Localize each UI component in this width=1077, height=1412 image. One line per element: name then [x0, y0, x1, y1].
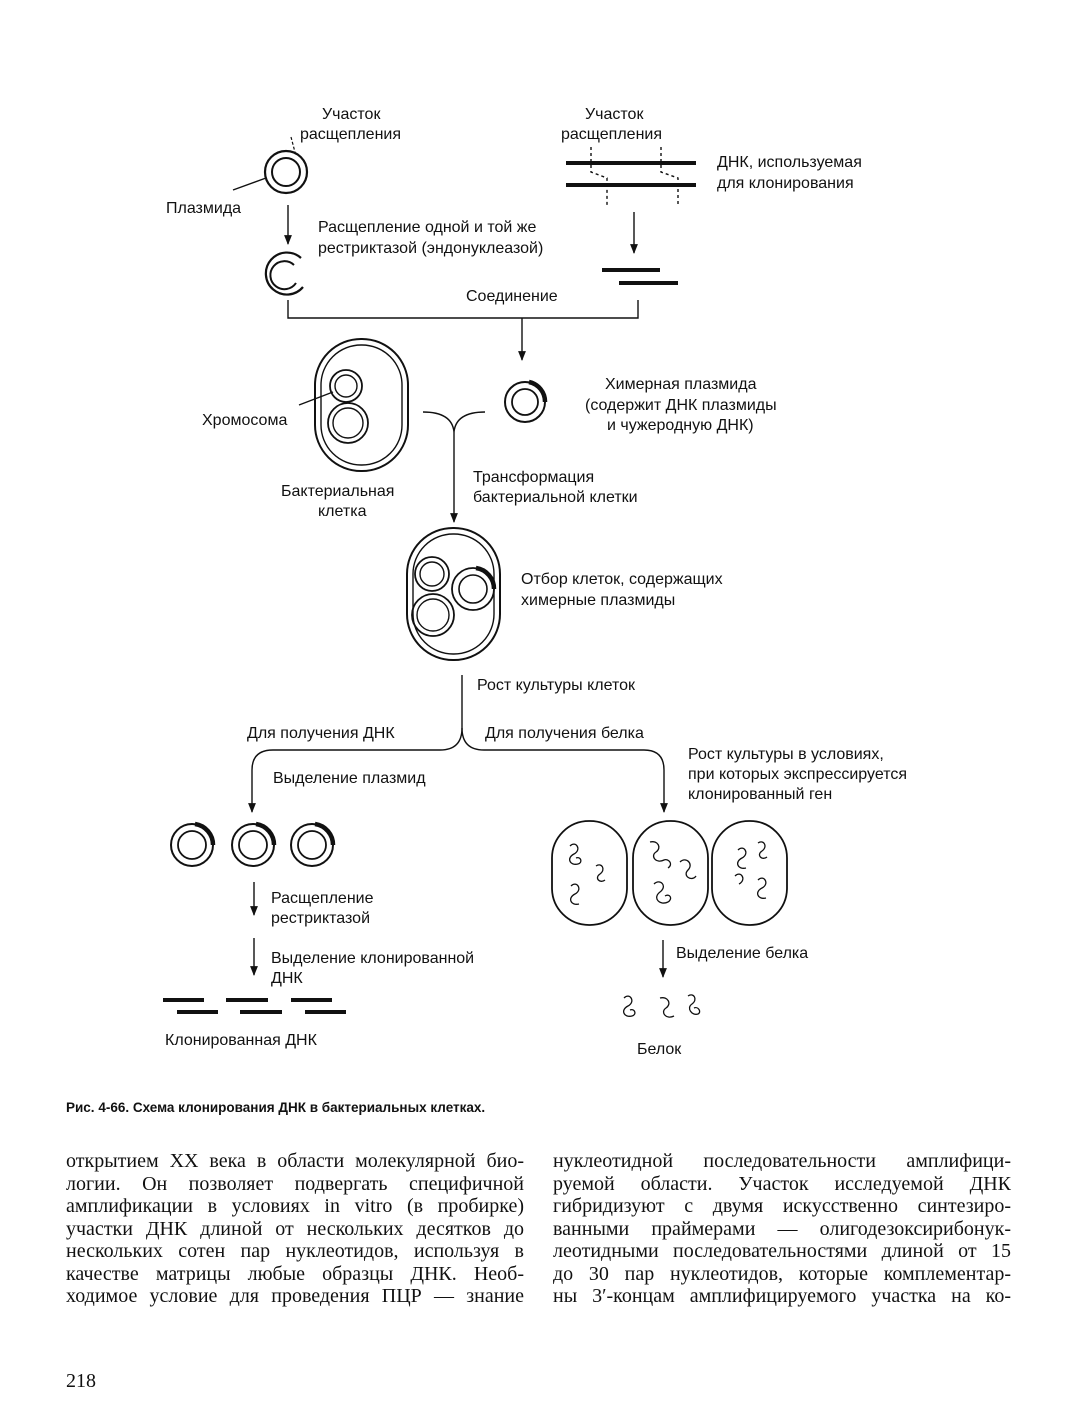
label-restriction-1: Расщепление одной и той же [318, 219, 536, 236]
label-culture-growth: Рост культуры клеток [477, 677, 636, 694]
label-cloned-dna-isolation-2: ДНК [271, 970, 303, 987]
label-restriction-digest-1: Расщепление [271, 890, 374, 907]
label-restriction-digest-2: рестриктазой [271, 910, 370, 927]
dna-cloning-diagram: Участок расщепления Участок расщепления … [163, 106, 907, 1058]
text-line: нуклеотидной последовательности амплифиц… [553, 1150, 1011, 1172]
cut-plasmid-icon [264, 251, 304, 296]
text-line: руемой области. Участок исследуемой ДНК [553, 1172, 1011, 1195]
label-transformation-1: Трансформация [473, 469, 594, 486]
label-expression-growth-1: Рост культуры в условиях, [688, 746, 884, 763]
label-bacterial-cell-2: клетка [318, 503, 367, 520]
label-selection-1: Отбор клеток, содержащих [521, 571, 723, 588]
figure-caption: Рис. 4-66. Схема клонирования ДНК в бакт… [66, 1100, 486, 1115]
label-protein-isolation: Выделение белка [676, 945, 808, 962]
body-text-left-column: открытием XX века в области молекулярной… [66, 1150, 524, 1308]
body-text-right-column: нуклеотидной последовательности амплифиц… [553, 1150, 1011, 1308]
text-line: леотидными последовательностями длиной о… [553, 1240, 1011, 1262]
plasmid-copy-1 [170, 821, 216, 867]
label-cut-site-left-2: расщепления [300, 126, 401, 143]
label-dna-for-cloning-1: ДНК, используемая [717, 154, 862, 171]
label-for-protein: Для получения белка [485, 725, 644, 742]
text-line: ны 3′-концам амплифицируемого участка на… [553, 1285, 1011, 1307]
label-restriction-2: рестриктазой (эндонуклеазой) [318, 240, 543, 257]
label-cut-site-left-1: Участок [322, 106, 381, 123]
dna-fragment-icon [602, 268, 678, 285]
label-plasmid-isolation: Выделение плазмид [273, 770, 426, 787]
plasmid-copy-3 [290, 821, 336, 867]
isolated-plasmids-icon [170, 821, 336, 867]
plasmid-copy-2 [231, 821, 277, 867]
transformed-cell-icon [406, 527, 501, 661]
chimeric-plasmid-icon [504, 379, 548, 423]
expressing-cell-1 [551, 820, 628, 926]
label-plasmid: Плазмида [166, 200, 241, 217]
label-chimeric-plasmid-2: (содержит ДНК плазмиды [585, 397, 777, 414]
label-bacterial-cell-1: Бактериальная [281, 483, 394, 500]
label-ligation: Соединение [466, 288, 558, 305]
foreign-dna-icon [566, 147, 696, 205]
text-line: открытием XX века в области молекулярной… [66, 1150, 524, 1172]
label-expression-growth-2: при которых экспрессируется [688, 766, 907, 783]
text-line: ванными праймерами — олигодезоксирибонук… [553, 1217, 1011, 1240]
label-chimeric-plasmid-1: Химерная плазмида [605, 376, 757, 393]
label-cut-site-right-2: расщепления [561, 126, 662, 143]
label-selection-2: химерные плазмиды [521, 592, 675, 609]
page-number: 218 [66, 1370, 96, 1392]
cloned-dna-fragments-icon [163, 998, 346, 1014]
label-transformation-2: бактериальной клетки [473, 489, 638, 506]
expressing-cells-icon [551, 820, 788, 926]
arrows [248, 205, 668, 978]
text-line: ходимое условие для проведения ПЦР — зна… [66, 1285, 524, 1307]
expressing-cell-2 [632, 820, 709, 926]
bacterial-cell-icon [298, 338, 409, 472]
text-line: участки ДНК длиной от нескольких десятко… [66, 1217, 524, 1240]
text-line: нескольких сотен пар нуклеотидов, исполь… [66, 1240, 524, 1262]
label-dna-for-cloning-2: для клонирования [717, 175, 854, 192]
chromosome-icon [327, 369, 369, 444]
text-line: логии. Он позволяет подвергать специфичн… [66, 1172, 524, 1195]
label-cut-site-right-1: Участок [585, 106, 644, 123]
label-chimeric-plasmid-3: и чужеродную ДНК) [607, 417, 754, 434]
expressing-cell-3 [711, 820, 788, 926]
text-line: амплификации в условиях in vitro (в проб… [66, 1195, 524, 1217]
label-protein: Белок [637, 1041, 682, 1058]
text-line: до 30 пар нуклеотидов, которые комплемен… [553, 1262, 1011, 1285]
label-for-dna: Для получения ДНК [247, 725, 395, 742]
plasmid-icon [232, 136, 309, 195]
label-expression-growth-3: клонированный ген [688, 786, 832, 803]
label-chromosome: Хромосома [202, 412, 287, 429]
text-line: гибридизуют с двумя искусственно синтези… [553, 1195, 1011, 1217]
label-cloned-dna: Клонированная ДНК [165, 1032, 318, 1049]
label-cloned-dna-isolation-1: Выделение клонированной [271, 950, 474, 967]
figure-labels: Участок расщепления Участок расщепления … [165, 106, 907, 1058]
text-line: качестве матрицы любые образцы ДНК. Необ… [66, 1262, 524, 1285]
protein-icon [623, 994, 701, 1018]
